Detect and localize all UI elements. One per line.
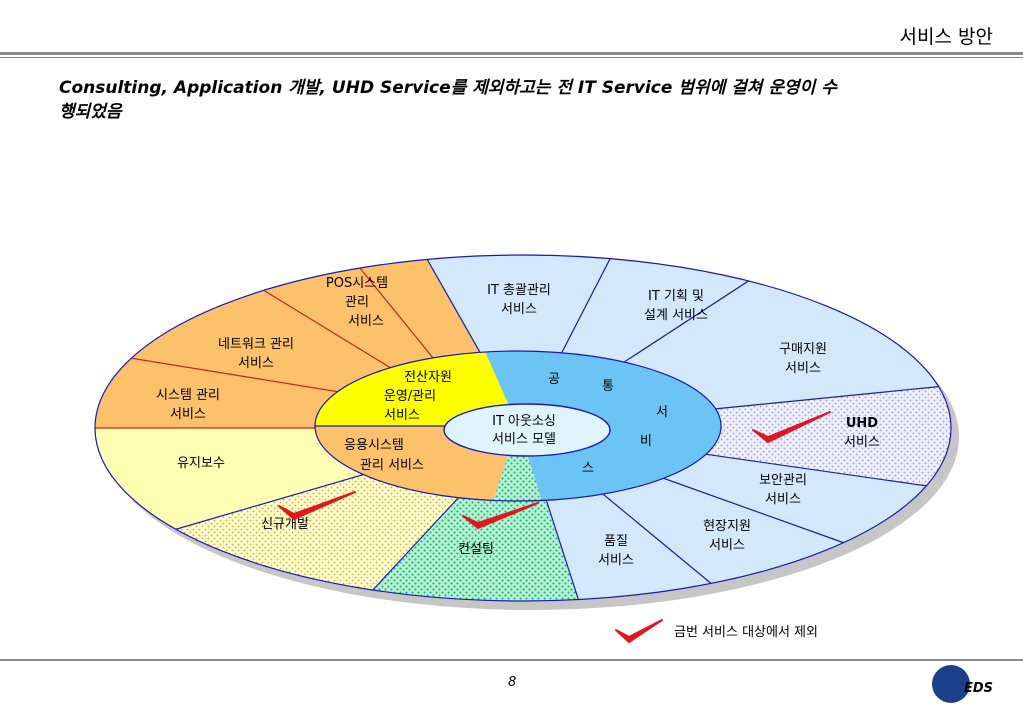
security-line-1: 보안관리 bbox=[759, 473, 807, 488]
center-ellipse bbox=[443, 403, 611, 457]
infra-ops-line-2: 운영/관리 bbox=[384, 389, 436, 404]
consulting-check-icon bbox=[462, 502, 539, 529]
headline-line-1: Consulting, Application 개발, UHD Service를… bbox=[59, 78, 837, 98]
uhd-line-1: UHD bbox=[846, 416, 878, 431]
header-divider-thin bbox=[0, 57, 1023, 58]
network-mgmt-line-1: 네트워크 관리 bbox=[218, 337, 294, 352]
legend-check-icon bbox=[615, 619, 663, 643]
system-mgmt-line-1: 시스템 관리 bbox=[156, 388, 220, 403]
footer-divider bbox=[0, 659, 1023, 661]
pos-label-line-3: 서비스 bbox=[348, 314, 384, 329]
eds-logo: EDS bbox=[931, 663, 1007, 709]
header-divider-thick bbox=[0, 52, 1023, 55]
legend bbox=[614, 617, 666, 647]
security-line-2: 서비스 bbox=[765, 492, 801, 507]
purchase-line-1: 구매지원 bbox=[779, 342, 827, 357]
it-total-line-2: 서비스 bbox=[501, 302, 537, 317]
network-mgmt-line-2: 서비스 bbox=[238, 356, 274, 371]
purchase-line-2: 서비스 bbox=[785, 361, 821, 376]
app-mgmt-line-2: 관리 서비스 bbox=[360, 458, 424, 473]
infra-ops-line-3: 서비스 bbox=[384, 408, 420, 423]
common-char-1: 공 bbox=[548, 372, 560, 387]
it-total-line-1: IT 총괄관리 bbox=[487, 283, 551, 298]
eds-logo-text: EDS bbox=[964, 681, 993, 696]
common-char-4: 비 bbox=[640, 434, 652, 449]
segment-uhd bbox=[523, 385, 951, 490]
it-plan-line-2: 설계 서비스 bbox=[644, 308, 708, 323]
consulting-label: 컨설팅 bbox=[458, 542, 494, 557]
outer-ring-border bbox=[94, 254, 952, 602]
uhd-line-2: 서비스 bbox=[844, 435, 880, 450]
it-plan-line-1: IT 기획 및 bbox=[648, 289, 704, 304]
middle-ring-border bbox=[314, 350, 722, 502]
quality-line-1: 품질 bbox=[604, 534, 628, 549]
pos-label-line-2: 관리 bbox=[345, 295, 369, 310]
legend-text: 금번 서비스 대상에서 제외 bbox=[674, 625, 818, 640]
maintenance-label: 유지보수 bbox=[177, 456, 225, 471]
common-char-2: 통 bbox=[602, 379, 614, 394]
new-dev-check-icon bbox=[278, 491, 356, 520]
common-char-3: 서 bbox=[656, 405, 668, 420]
app-mgmt-line-1: 응용시스템 bbox=[344, 438, 404, 453]
headline-line-2: 행되었음 bbox=[59, 102, 122, 122]
slide-title: 서비스 방안 bbox=[899, 26, 993, 48]
common-char-5: 스 bbox=[582, 461, 594, 476]
field-line-2: 서비스 bbox=[709, 538, 745, 553]
system-mgmt-line-2: 서비스 bbox=[170, 407, 206, 422]
center-label-line-2: 서비스 모델 bbox=[492, 432, 556, 447]
new-dev-label: 신규개발 bbox=[261, 517, 309, 532]
page-number: 8 bbox=[508, 675, 517, 690]
pos-label-line-1: POS시스템 bbox=[326, 276, 388, 291]
quality-line-2: 서비스 bbox=[598, 553, 634, 568]
field-line-1: 현장지원 bbox=[703, 519, 751, 534]
center-label-line-1: IT 아웃소싱 bbox=[492, 414, 556, 429]
infra-ops-line-1: 전산자원 bbox=[404, 370, 452, 385]
headline: Consulting, Application 개발, UHD Service를… bbox=[59, 76, 959, 124]
uhd-check-icon bbox=[752, 411, 831, 443]
